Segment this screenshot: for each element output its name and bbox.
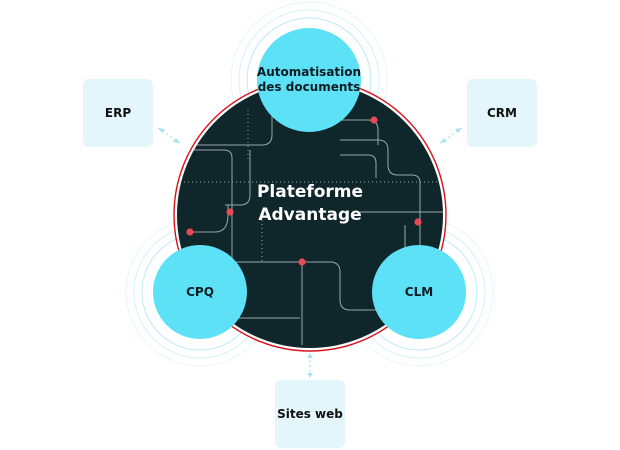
document-automation-label-line2: des documents [257, 80, 361, 94]
arrowhead [455, 128, 462, 133]
connector-arrowheads [158, 128, 462, 378]
arrowhead [307, 353, 313, 358]
platform-title-line2: Advantage [258, 205, 362, 225]
right-node-circle [372, 245, 466, 339]
clm-node[interactable]: CLM [379, 282, 459, 302]
junction-dot [414, 218, 422, 226]
junction-dots [186, 116, 422, 266]
clm-label: CLM [404, 284, 434, 299]
trace-line [225, 150, 251, 206]
arrowhead [173, 138, 180, 143]
left-node-circle [153, 245, 247, 339]
junction-dot [298, 258, 306, 266]
cpq-label: CPQ [186, 284, 214, 299]
trace-line [180, 90, 273, 146]
connectors [157, 127, 463, 376]
arrowhead [307, 373, 313, 378]
trace-line [340, 154, 377, 178]
erp-box[interactable]: ERP [83, 79, 153, 147]
arrowhead [158, 128, 165, 133]
platform-title: Plateforme Advantage [230, 181, 390, 227]
junction-dot [370, 116, 378, 124]
document-automation-node[interactable]: Automatisation des documents [249, 60, 369, 100]
junction-dot [186, 228, 194, 236]
trace-line [215, 261, 440, 311]
document-automation-label-line1: Automatisation [256, 65, 362, 79]
platform-title-line1: Plateforme [256, 182, 364, 202]
trace-line [180, 149, 233, 300]
erp-label: ERP [104, 106, 132, 120]
trace-line [190, 205, 229, 233]
arrowhead [440, 138, 447, 143]
websites-box[interactable]: Sites web [275, 380, 345, 448]
junction-dot [226, 208, 234, 216]
top-node-circle [257, 28, 361, 132]
crm-label: CRM [487, 106, 517, 120]
crm-box[interactable]: CRM [467, 79, 537, 147]
cpq-node[interactable]: CPQ [160, 282, 240, 302]
trace-line [340, 139, 421, 260]
websites-label: Sites web [277, 407, 343, 421]
